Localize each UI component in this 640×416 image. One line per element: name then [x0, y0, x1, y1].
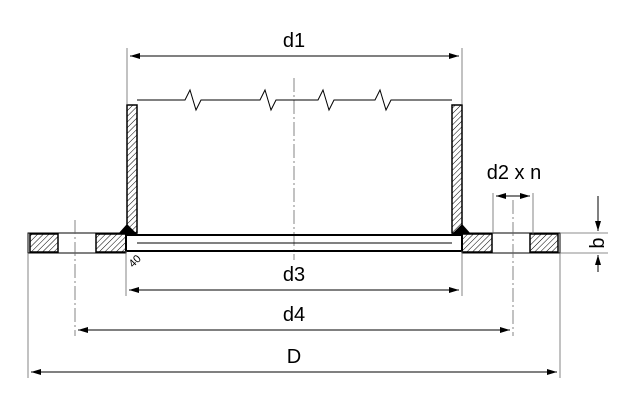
flange-section-left-inner [95, 233, 127, 253]
pipe-wall-left [126, 104, 138, 234]
base-plate [125, 234, 463, 252]
d1-label: d1 [283, 30, 305, 52]
angle-label: 40 [127, 253, 144, 270]
flange-section-left-outer [29, 233, 59, 253]
break-line [137, 88, 452, 112]
D-label: D [287, 346, 301, 368]
weld-right [452, 224, 471, 234]
d2n-label: d2 x n [487, 162, 541, 184]
weld-left [118, 224, 137, 234]
d3-label: d3 [283, 264, 305, 286]
flange-section-right-outer [529, 233, 559, 253]
b-label: b [587, 237, 609, 248]
pipe-wall-right [451, 104, 463, 234]
flange-section-right-inner [461, 233, 493, 253]
d4-label: d4 [283, 304, 305, 326]
